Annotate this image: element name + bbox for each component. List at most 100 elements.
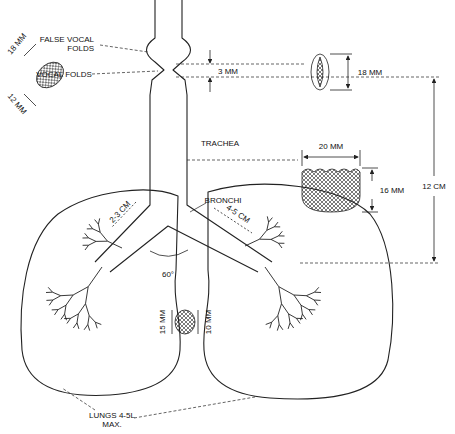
bronchiole [301,305,309,309]
bronchiole [85,233,89,238]
bronchiole [67,318,71,323]
bronchiole [267,216,268,222]
bronchiole [309,310,313,315]
bronchiole [89,238,97,242]
bronchiole [73,323,77,328]
bronchiole [282,304,289,314]
bronchiole [87,228,93,229]
dimension-label: 4-5 CM [225,203,252,225]
airway-left-wall [95,0,164,262]
bronchiole [86,304,90,316]
airway-right-wall [173,0,272,262]
bronchiole [55,310,59,315]
dimension-label: 12 CM [421,182,447,191]
bronchiole [289,314,290,323]
angle-label: 60° [162,270,174,279]
bronchiole [306,292,314,296]
anatomy-label: VOCAL FOLDS [36,70,92,79]
bronchiole [245,239,260,246]
anatomy-label: BRONCHI [205,196,242,205]
bronchiole [306,296,314,300]
bronchiole [64,318,71,319]
bronchiole [84,325,88,330]
dimension-label: 18 MM [6,32,29,57]
dimension-label: 18 MM [358,68,382,77]
bronchiole [100,232,107,241]
bronchiole [108,241,123,248]
bronchiole [98,218,99,224]
bronchiole [95,220,99,225]
bronchiole [260,239,272,240]
bronchiole [260,230,267,239]
bronchiole [48,287,52,292]
bronchiole [83,237,89,238]
bronchiole [272,316,278,323]
bronchiole [77,314,78,323]
bronchiole [85,245,89,250]
dimension-label: 3 MM [218,67,238,76]
bronchiole [83,245,89,246]
bronchiole [98,224,100,232]
bronchiole [77,323,79,329]
bronchiole [290,323,294,328]
bronchiole [61,314,65,319]
bronchiole [278,304,282,316]
bronchiole [278,243,282,248]
bronchiole [315,292,322,293]
anatomy-label: FALSE VOCAL FOLDS [38,35,94,53]
bronchiole [89,241,96,245]
bronchiole [88,267,102,287]
bronchiole [267,222,269,230]
bronchiole [73,287,88,295]
bronchiole [289,314,297,318]
bronchiole [296,318,300,323]
bronchiole [46,292,53,293]
bronchiole [71,314,79,318]
bronchiole [278,316,279,325]
bronchiole [58,305,66,309]
bronchiole [65,305,66,314]
bronchiole [271,236,279,240]
bronchi-crotch [110,226,258,272]
bronchiole [279,287,282,304]
bronchiole [88,325,90,331]
bronchiole [294,295,301,305]
bronchiole [278,243,284,244]
bronchiole [271,239,278,243]
bronchiole [46,300,53,301]
right-lung [204,184,393,399]
bronchiole [314,300,318,305]
bronchiole [49,300,53,305]
bronchiole [274,226,280,227]
bronchiole [265,267,279,287]
bronchiole [277,325,279,331]
bronchiole [93,229,101,233]
bronchiole [309,309,315,310]
bronchiole [96,241,108,242]
left-lung [21,190,180,395]
dimension-label: 10 MM [204,310,213,334]
bronchiole [89,224,93,229]
bronchiole [66,295,73,305]
dimension-label: 20 MM [319,142,343,151]
bronchiole [88,316,89,325]
bronchiole [53,292,61,296]
bronchiole [301,314,303,320]
anatomy-label: LUNGS 4-5L MAX. [89,411,135,429]
dimension-label: 2-3 CM [108,199,133,224]
bronchiole [266,322,272,324]
dimension-label: 16 MM [380,186,404,195]
anatomy-label: TRACHEA [201,139,239,148]
bronchiole [279,287,294,295]
bronchiole [267,227,275,231]
bronchiole [279,235,285,236]
bronchiole [65,314,67,320]
bronchiole [294,295,306,297]
bronchiole [279,231,283,236]
bronchiole [302,314,306,319]
dimension-label: 15 MM [158,310,167,334]
bronchiole [274,222,278,227]
bronchiole [61,295,73,297]
